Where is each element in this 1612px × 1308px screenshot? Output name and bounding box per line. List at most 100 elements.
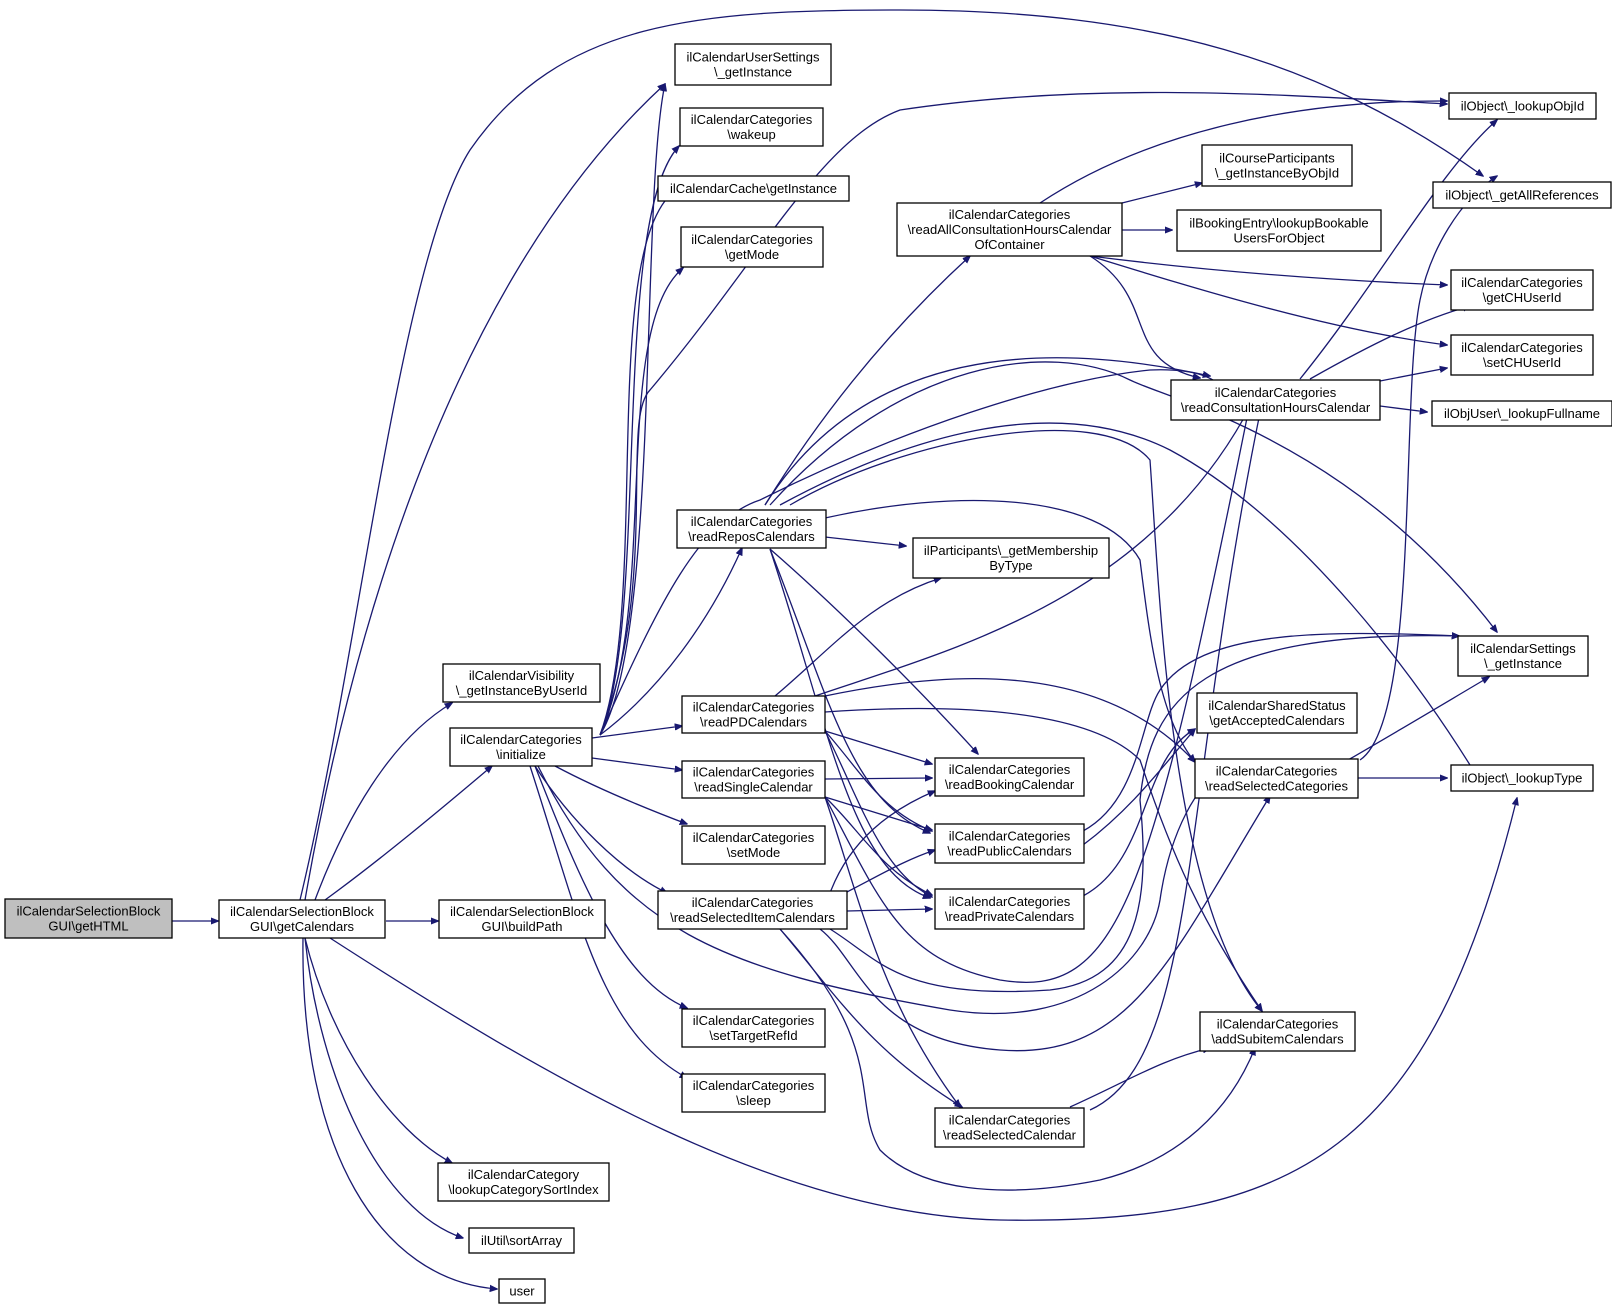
node-allch[interactable]: ilCalendarCategories\readAllConsultation… [896,202,1123,257]
node-label: ilCalendarCategories [691,112,813,127]
node-label: \getCHUserId [1483,290,1562,305]
node-label: ilCourseParticipants [1219,151,1335,166]
node-bookingentry[interactable]: ilBookingEntry\lookupBookableUsersForObj… [1176,209,1382,252]
edge-selitem-settings [829,636,1459,993]
node-usersettings[interactable]: ilCalendarUserSettings\_getInstance [674,43,832,86]
node-allrefs[interactable]: ilObject\_getAllReferences [1432,181,1612,209]
node-visibility[interactable]: ilCalendarVisibility\_getInstanceByUserI… [442,663,601,703]
node-box [442,663,601,703]
node-settings[interactable]: ilCalendarSettings\_getInstance [1457,635,1589,677]
node-getchuser[interactable]: ilCalendarCategories\getCHUserId [1450,269,1594,311]
node-setchuser[interactable]: ilCalendarCategories\setCHUserId [1450,334,1594,376]
node-user[interactable]: user [498,1278,546,1304]
node-label: \_getInstanceByObjId [1215,166,1339,181]
node-label: ilCalendarCategory [468,1167,580,1182]
node-selcats[interactable]: ilCalendarCategories\readSelectedCategor… [1194,758,1359,799]
edge-allch-setchuser [1089,255,1447,345]
edge-getcalendars-initialize [324,766,492,901]
edge-initialize-selitem [534,765,667,893]
node-public[interactable]: ilCalendarCategories\readPublicCalendars [934,823,1085,864]
node-label: \readAllConsultationHoursCalendar [908,222,1112,237]
edge-pd-booking [824,730,932,764]
node-sortindex[interactable]: ilCalendarCategory\lookupCategorySortInd… [437,1162,610,1202]
edge-initialize-consultation [599,369,1222,736]
node-box [934,888,1085,930]
node-label: ilCalendarCategories [1217,1017,1339,1032]
node-sleep[interactable]: ilCalendarCategories\sleep [681,1073,826,1113]
node-label: \readBookingCalendar [945,777,1075,792]
edge-getcalendars-allrefs [299,9,1483,901]
node-label: ilCalendarSelectionBlock [17,904,161,919]
edge-single-booking [824,778,932,779]
node-sortarray[interactable]: ilUtil\sortArray [468,1227,575,1254]
node-box [934,757,1085,797]
node-settarget[interactable]: ilCalendarCategories\setTargetRefId [681,1008,826,1048]
node-label: \initialize [496,747,546,762]
edge-initialize-sleep [529,765,687,1078]
node-label: ilCalendarCategories [949,762,1071,777]
node-booking[interactable]: ilCalendarCategories\readBookingCalendar [934,757,1085,797]
node-label: ilCalendarCategories [949,207,1071,222]
edge-single-private [824,796,932,895]
node-getmode[interactable]: ilCalendarCategories\getMode [680,226,824,268]
node-label: \getMode [725,247,779,262]
node-cache[interactable]: ilCalendarCache\getInstance [657,175,850,202]
node-sharedstatus[interactable]: ilCalendarSharedStatus\getAcceptedCalend… [1196,692,1358,734]
edge-selitem-addsub [779,928,1255,1191]
node-lookuptype[interactable]: ilObject\_lookupType [1450,764,1594,792]
node-label: \readPublicCalendars [947,844,1072,859]
edge-getcalendars-user [302,937,497,1289]
node-label: ilCalendarCategories [1461,275,1583,290]
node-fullname[interactable]: ilObjUser\_lookupFullname [1431,400,1612,427]
node-pd[interactable]: ilCalendarCategories\readPDCalendars [681,695,826,734]
node-label: ilObjUser\_lookupFullname [1444,406,1600,421]
node-box [681,825,826,865]
node-box [657,175,850,202]
node-lookupobjid[interactable]: ilObject\_lookupObjId [1448,92,1597,120]
node-selcal[interactable]: ilCalendarCategories\readSelectedCalenda… [934,1107,1085,1148]
node-label: ilCalendarCategories [460,732,582,747]
node-label: ilCalendarSharedStatus [1208,698,1346,713]
node-courseparticipants[interactable]: ilCourseParticipants\_getInstanceByObjId [1201,144,1353,187]
node-label: \getAcceptedCalendars [1209,713,1345,728]
node-label: ilObject\_lookupType [1462,771,1583,786]
node-label: ilCalendarCategories [693,700,815,715]
node-label: ilCalendarSelectionBlock [230,904,374,919]
node-selitem[interactable]: ilCalendarCategories\readSelectedItemCal… [657,890,848,930]
node-repos[interactable]: ilCalendarCategories\readReposCalendars [676,509,827,549]
edge-selcats-settings [1347,677,1489,761]
edge-initialize-usersettings [599,84,665,736]
node-label: ilObject\_lookupObjId [1461,99,1585,114]
edge-getcalendars-sortindex [304,937,452,1163]
node-box [1450,764,1594,792]
node-label: \readPDCalendars [700,715,807,730]
node-box [438,899,606,939]
node-addsub[interactable]: ilCalendarCategories\addSubitemCalendars [1199,1011,1356,1052]
edge-repos-private [769,548,930,898]
edge-pd-consultation [814,403,1252,697]
node-label: ilCalendarCache\getInstance [670,181,837,196]
edge-single-public [824,796,932,830]
node-consultation[interactable]: ilCalendarCategories\readConsultationHou… [1170,379,1381,421]
node-label: \readSelectedCalendar [943,1128,1077,1143]
node-label: ilCalendarCategories [691,514,813,529]
edge-repos-consultation [764,357,1210,506]
node-box [674,43,832,86]
node-initialize[interactable]: ilCalendarCategories\initialize [449,727,593,767]
edge-consultation-lookupobjid [1299,120,1497,380]
node-box [679,107,824,147]
node-single[interactable]: ilCalendarCategories\readSingleCalendar [681,760,826,799]
node-box [681,760,826,799]
node-wakeup[interactable]: ilCalendarCategories\wakeup [679,107,824,147]
edge-selitem-selcats [819,796,1270,1052]
node-setmode[interactable]: ilCalendarCategories\setMode [681,825,826,865]
node-box [1450,334,1594,376]
node-label: ilCalendarCategories [949,894,1071,909]
node-label: \readReposCalendars [688,529,815,544]
node-box [468,1227,575,1254]
node-private[interactable]: ilCalendarCategories\readPrivateCalendar… [934,888,1085,930]
